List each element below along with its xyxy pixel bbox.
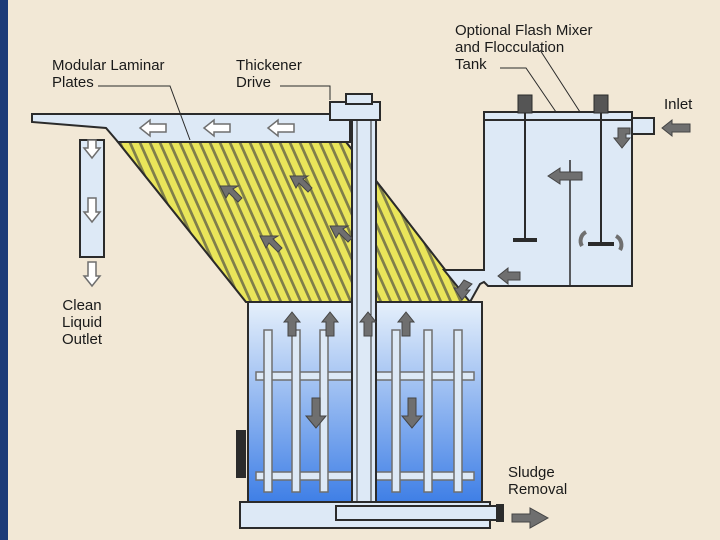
flow-arrows-white <box>82 118 295 288</box>
side-drive-box <box>236 430 246 478</box>
inlet-pipe <box>631 117 655 135</box>
center-column <box>351 117 377 503</box>
mixer-motor-2 <box>593 94 609 114</box>
mixer-blade-2 <box>588 242 614 246</box>
label-clean-liquid-outlet: Clean Liquid Outlet <box>62 297 103 348</box>
mixer-rotation-arrows <box>578 230 624 252</box>
label-inlet: Inlet <box>664 96 693 113</box>
leader-lines <box>98 49 581 141</box>
sludge-valve <box>496 504 504 522</box>
sludge-pipe <box>335 505 501 521</box>
flow-arrows-gray <box>219 118 691 529</box>
mixer-blade-1 <box>513 238 537 242</box>
flocculation-tank <box>441 113 633 304</box>
label-modular-laminar-plates: Modular Laminar Plates <box>52 57 165 91</box>
drive-cap <box>345 93 373 105</box>
label-thickener-drive: Thickener Drive <box>236 57 302 91</box>
mixer-motor-1 <box>517 94 533 114</box>
label-sludge-removal: Sludge Removal <box>508 464 568 498</box>
tank-lid <box>483 111 633 121</box>
label-flash-mixer-tank: Optional Flash Mixer and Flocculation Ta… <box>455 22 593 73</box>
